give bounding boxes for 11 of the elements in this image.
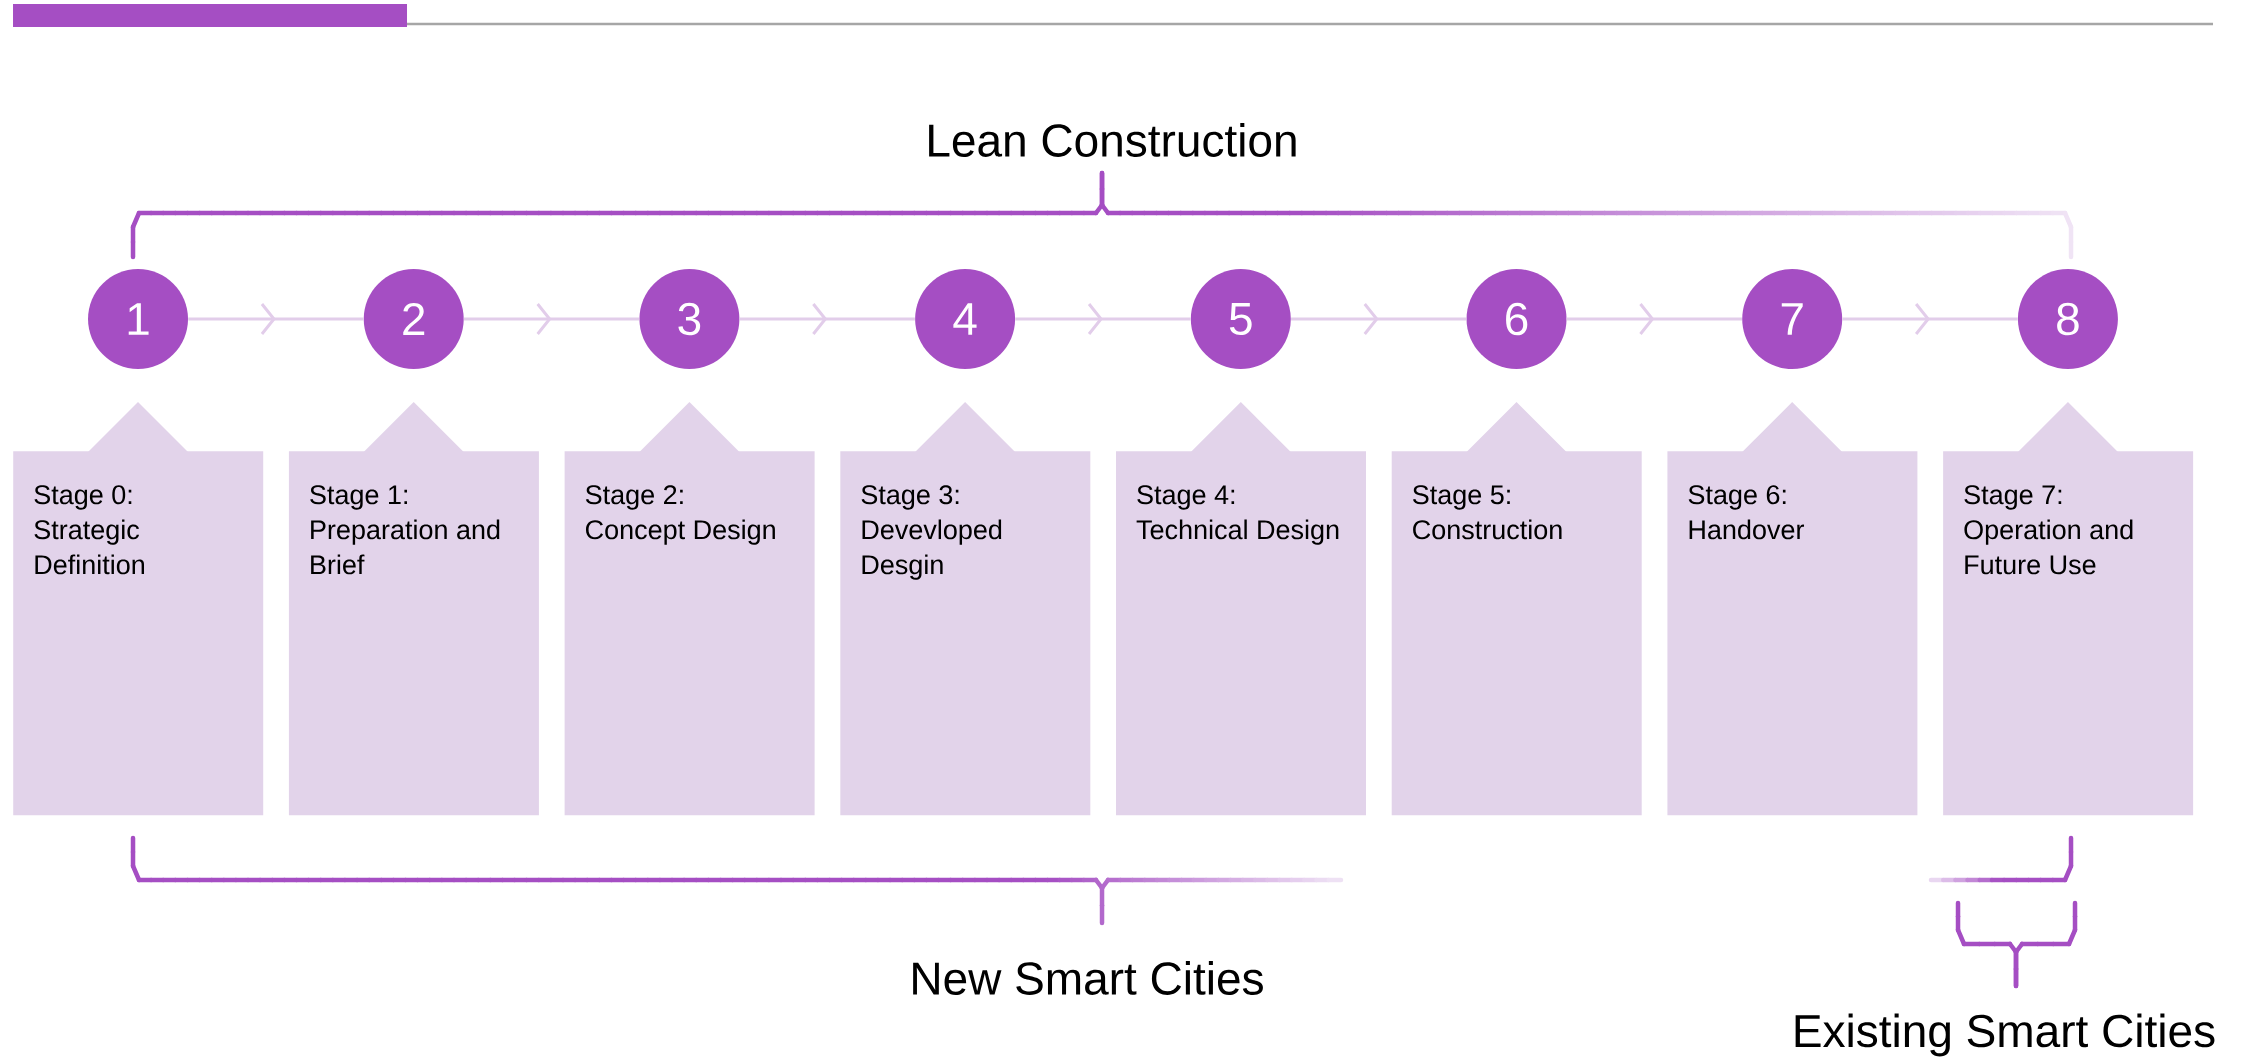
stage-box: Stage 5: Construction xyxy=(1391,402,1642,816)
bracket-label: New Smart Cities xyxy=(913,961,1263,995)
stage-box: Stage 7: Operation and Future Use xyxy=(1943,402,2194,816)
bracket-label: Existing Smart Cities xyxy=(1795,1013,2215,1057)
stage-box: Stage 4: Technical Design xyxy=(1116,402,1366,816)
stage-box: Stage 3: Devevloped Desgin xyxy=(840,402,1091,816)
stage-box: Stage 2: Concept Design xyxy=(564,402,815,816)
stage-box: Stage 6: Handover xyxy=(1667,402,1918,816)
bracket-label: Lean Construction xyxy=(929,123,1296,157)
stage-box: Stage 1: Preparation and Brief xyxy=(288,402,539,816)
stage-box: Stage 0: Strategic Definition xyxy=(13,402,264,816)
